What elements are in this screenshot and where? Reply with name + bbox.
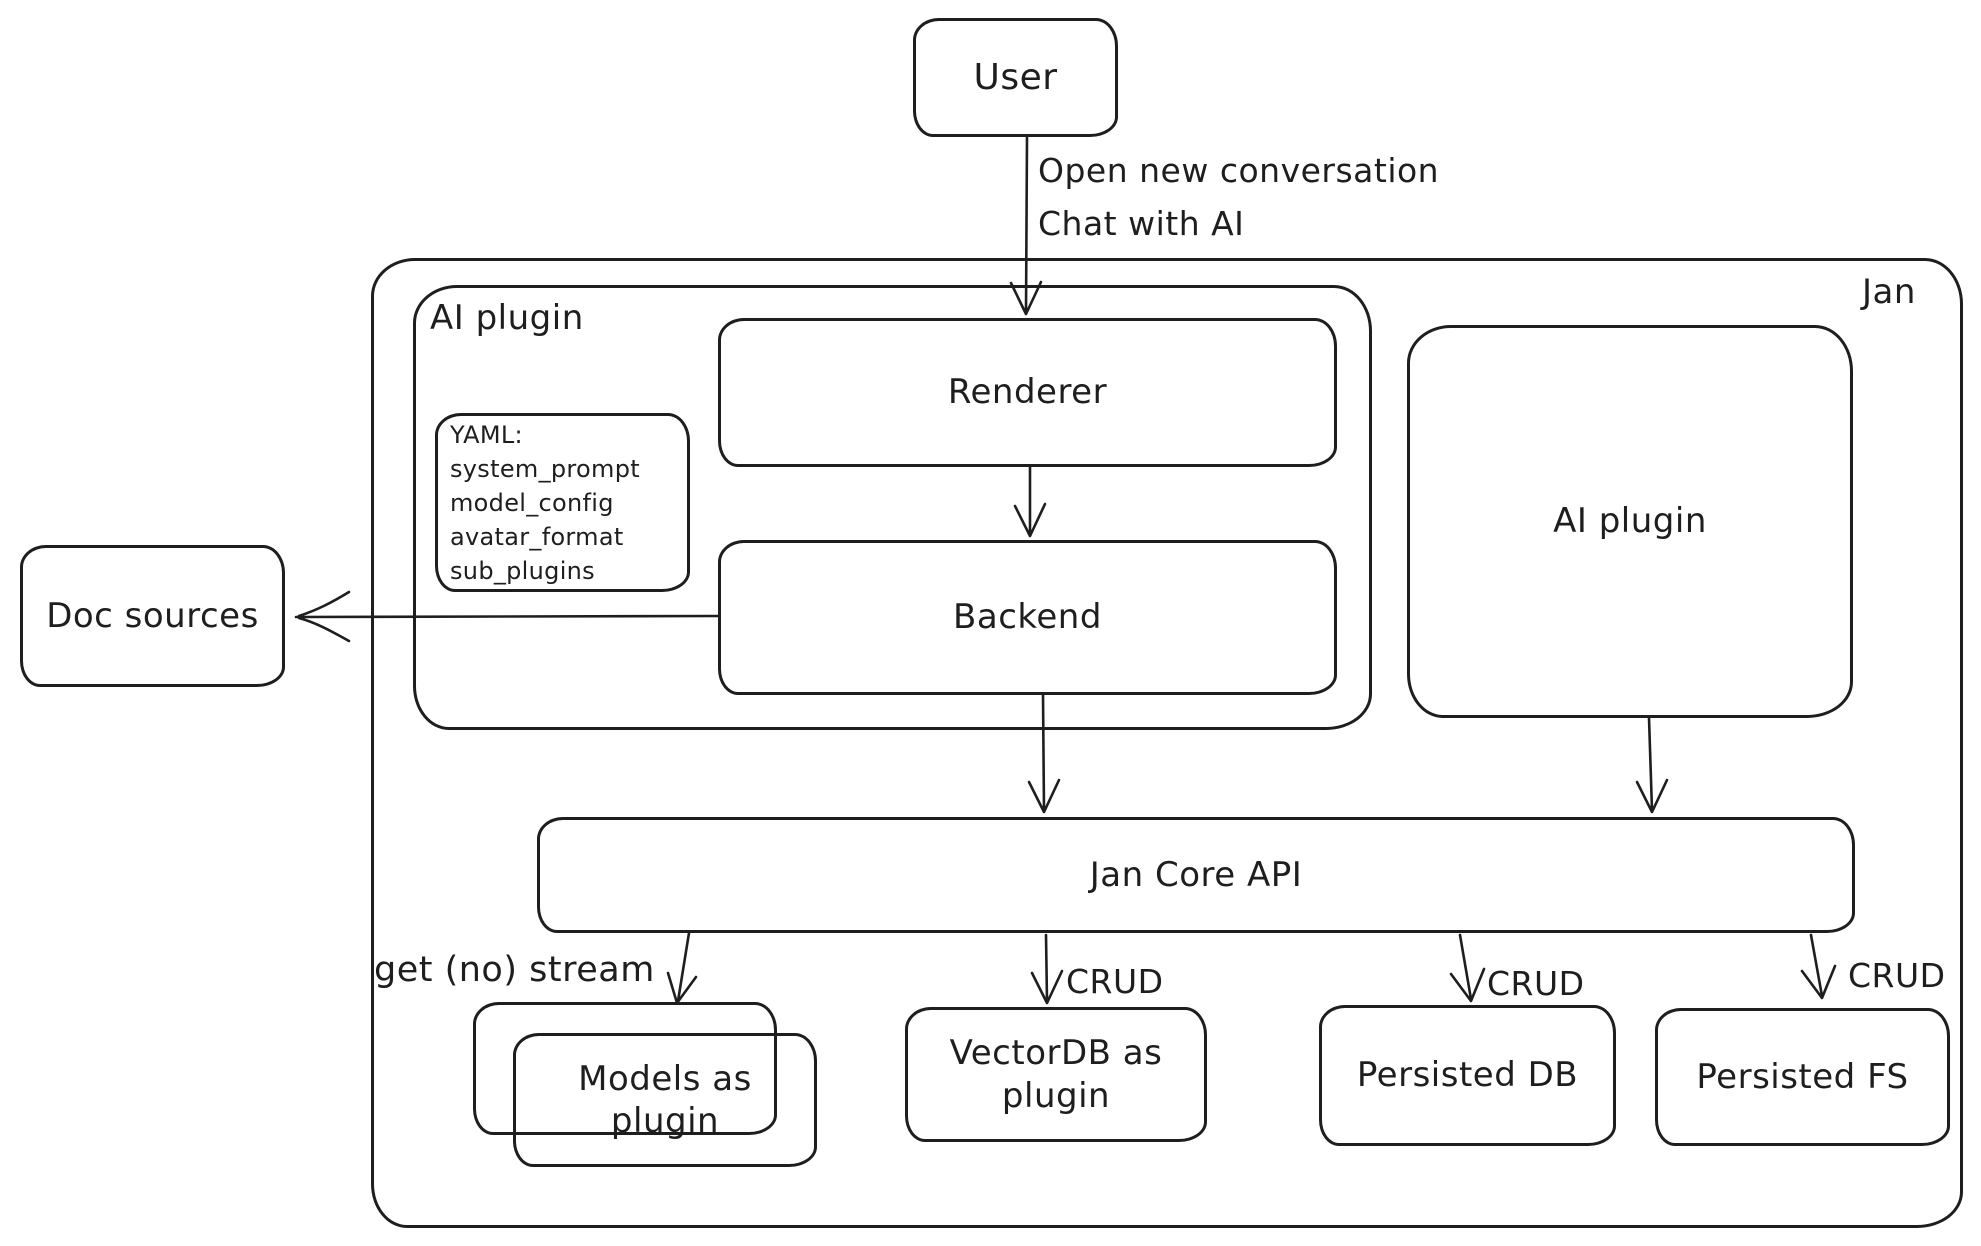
- vectordb-plugin-label-line1: VectorDB as: [949, 1033, 1163, 1073]
- yaml-note: [435, 413, 690, 592]
- ai-plugin-group: [413, 285, 1372, 730]
- edge-label-user-to-renderer: Open new conversation Chat with AI: [1038, 145, 1439, 251]
- jan-container: [371, 258, 1963, 1228]
- yaml-line: avatar_format: [450, 523, 624, 551]
- yaml-line: model_config: [450, 489, 614, 517]
- models-plugin-label-line1: Models as: [578, 1058, 752, 1099]
- jan-container-label: Jan: [1862, 272, 1916, 312]
- models-plugin-node-back: [473, 1002, 777, 1135]
- yaml-line: sub_plugins: [450, 557, 595, 585]
- edge-label-crud-persisted-db: CRUD: [1487, 964, 1585, 1003]
- models-plugin-node: Models as plugin: [513, 1033, 817, 1167]
- vectordb-plugin-node: VectorDB as plugin: [905, 1007, 1207, 1142]
- vectordb-plugin-label-line2: plugin: [1001, 1075, 1111, 1116]
- yaml-title: YAML:: [450, 421, 523, 449]
- jan-core-api-node: Jan Core API: [537, 817, 1855, 933]
- backend-node: Backend: [718, 540, 1337, 695]
- yaml-note-text: YAML: system_prompt model_config avatar_…: [450, 418, 640, 588]
- edge-label-crud-persisted-fs: CRUD: [1848, 956, 1946, 995]
- edge-label-crud-vectordb: CRUD: [1066, 962, 1164, 1001]
- edge-label-line1: Open new conversation: [1038, 151, 1440, 190]
- models-plugin-label-line2: plugin: [610, 1101, 720, 1141]
- persisted-db-node: Persisted DB: [1319, 1005, 1616, 1146]
- yaml-line: system_prompt: [450, 455, 640, 483]
- edge-label-line2: Chat with AI: [1038, 203, 1245, 243]
- persisted-fs-node: Persisted FS: [1655, 1008, 1950, 1146]
- ai-plugin-group-label: AI plugin: [430, 298, 584, 338]
- doc-sources-node: Doc sources: [20, 545, 285, 687]
- renderer-node: Renderer: [718, 318, 1337, 467]
- ai-plugin-node: AI plugin: [1407, 325, 1853, 718]
- edge-label-get-no-stream: get (no) stream: [374, 950, 655, 990]
- user-node: User: [913, 18, 1118, 137]
